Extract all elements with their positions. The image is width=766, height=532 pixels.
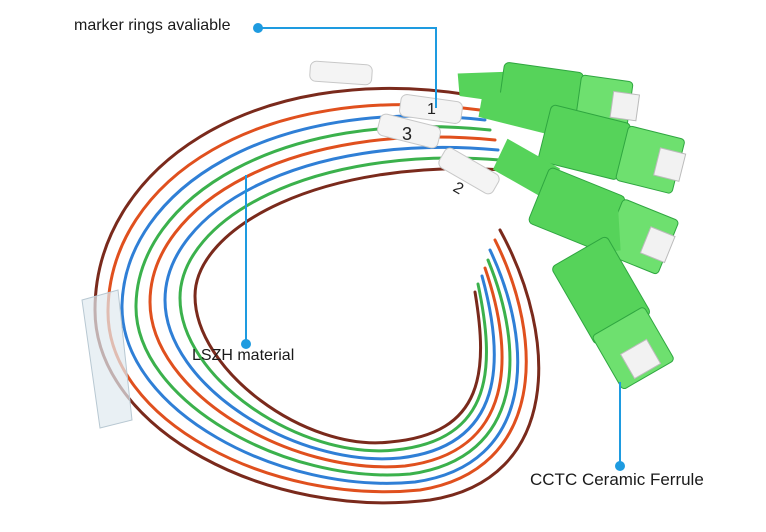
ferrule-dot	[615, 461, 625, 471]
marker-number-2: 2	[450, 179, 466, 198]
callout-lines	[245, 27, 621, 466]
marker-number-1: 1	[427, 101, 436, 118]
marker-rings-dot	[253, 23, 263, 33]
cable-tie	[81, 289, 133, 429]
lszh-dot	[241, 339, 251, 349]
sc-connectors	[457, 62, 687, 390]
marker-rings-leader	[258, 27, 437, 108]
callout-dots	[241, 23, 625, 471]
callout-lszh-material: LSZH material	[192, 347, 295, 364]
marker-rings: 1 3 2	[309, 60, 500, 198]
fiber-coil	[93, 86, 541, 505]
callout-marker-rings: marker rings avaliable	[74, 17, 231, 34]
marker-number-3: 3	[402, 124, 412, 144]
callout-ceramic-ferrule: CCTC Ceramic Ferrule	[530, 470, 704, 489]
